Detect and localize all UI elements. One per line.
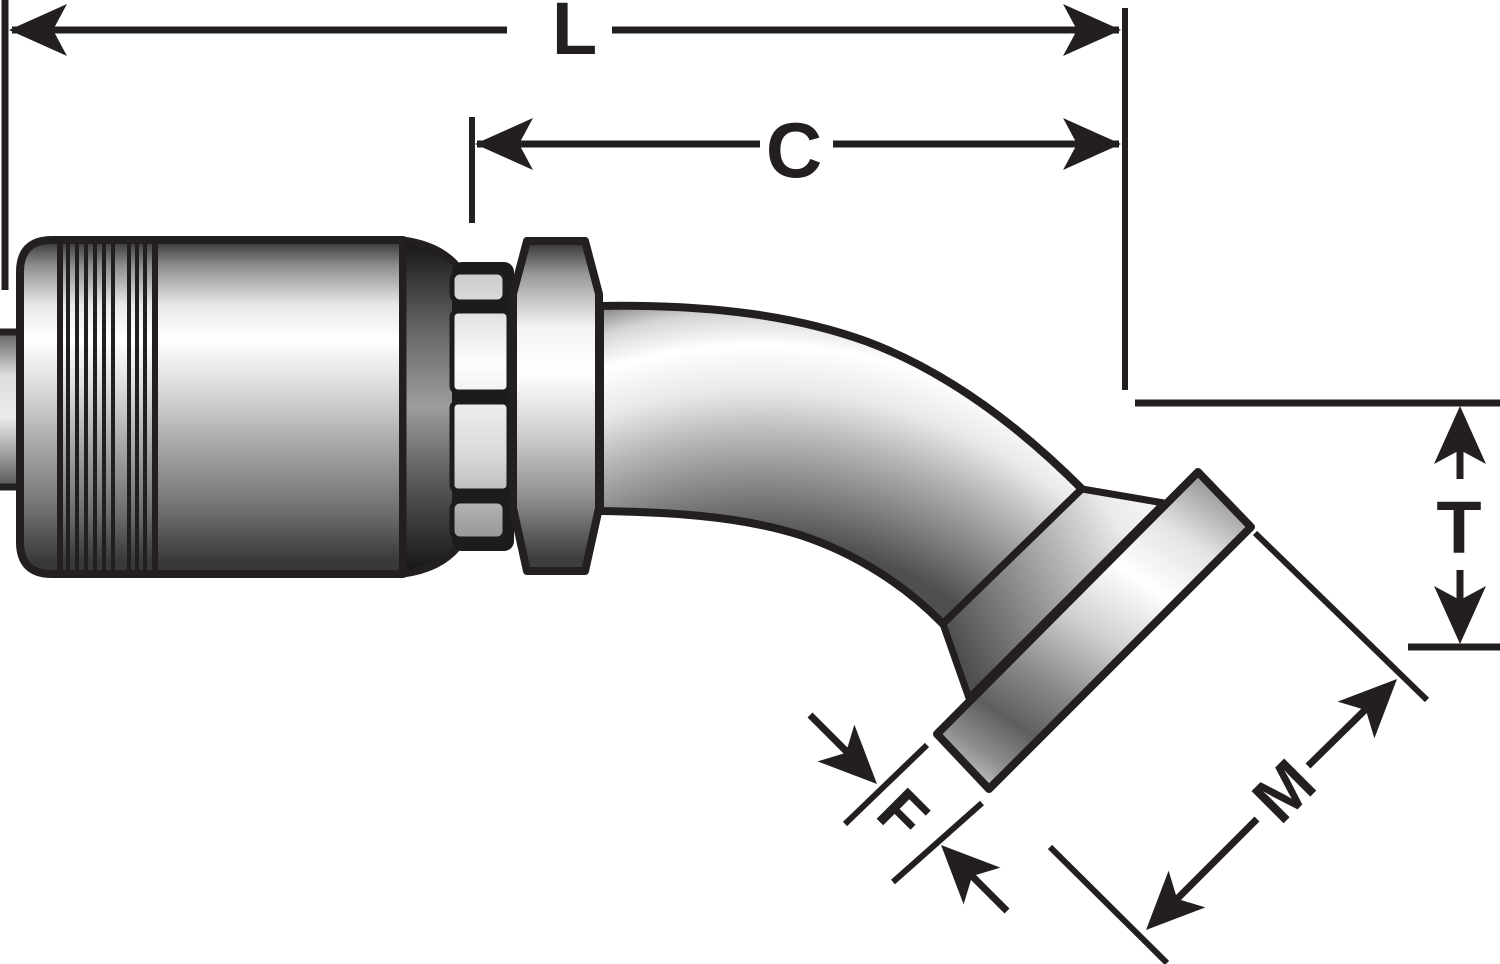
m-extension-line-upper	[1252, 530, 1430, 703]
l-arrowhead-right	[1063, 4, 1121, 56]
c-arrowhead-right	[1063, 118, 1121, 170]
collar	[509, 237, 603, 575]
ferrule-ribs	[66, 243, 158, 571]
l-arrowhead-left	[9, 4, 67, 56]
f-tick-line-front	[891, 800, 984, 885]
dimension-L: L	[1, 0, 1128, 390]
m-arrowhead-ne	[1337, 679, 1397, 739]
dimension-M: M	[1047, 530, 1430, 964]
dimension-T: T	[1135, 399, 1500, 651]
m-arrowhead-sw	[1146, 870, 1206, 930]
dimension-C: C	[469, 106, 1121, 223]
fitting-illustration	[0, 236, 1255, 793]
f-arrowhead-nw	[941, 845, 1001, 905]
bent-tube	[596, 301, 1086, 628]
f-dim-shaft-upper	[807, 712, 852, 757]
m-extension-line-lower	[1047, 844, 1170, 964]
flange-head	[933, 468, 1255, 793]
t-label: T	[1436, 486, 1481, 569]
f-dim-shaft-lower	[968, 872, 1010, 914]
t-arrowhead-up	[1434, 406, 1486, 464]
l-label: L	[552, 0, 597, 70]
ferrule-shell	[16, 236, 407, 578]
m-dim-shaft-upper	[1305, 705, 1370, 769]
f-arrowhead-se	[817, 724, 877, 784]
m-dim-shaft-lower	[1173, 816, 1260, 903]
f-label: F	[864, 775, 943, 854]
f-tick-line-back	[842, 742, 930, 827]
hex-section	[449, 262, 514, 551]
c-arrowhead-left	[475, 118, 533, 170]
t-arrowhead-down	[1434, 586, 1486, 644]
c-label: C	[766, 106, 822, 194]
